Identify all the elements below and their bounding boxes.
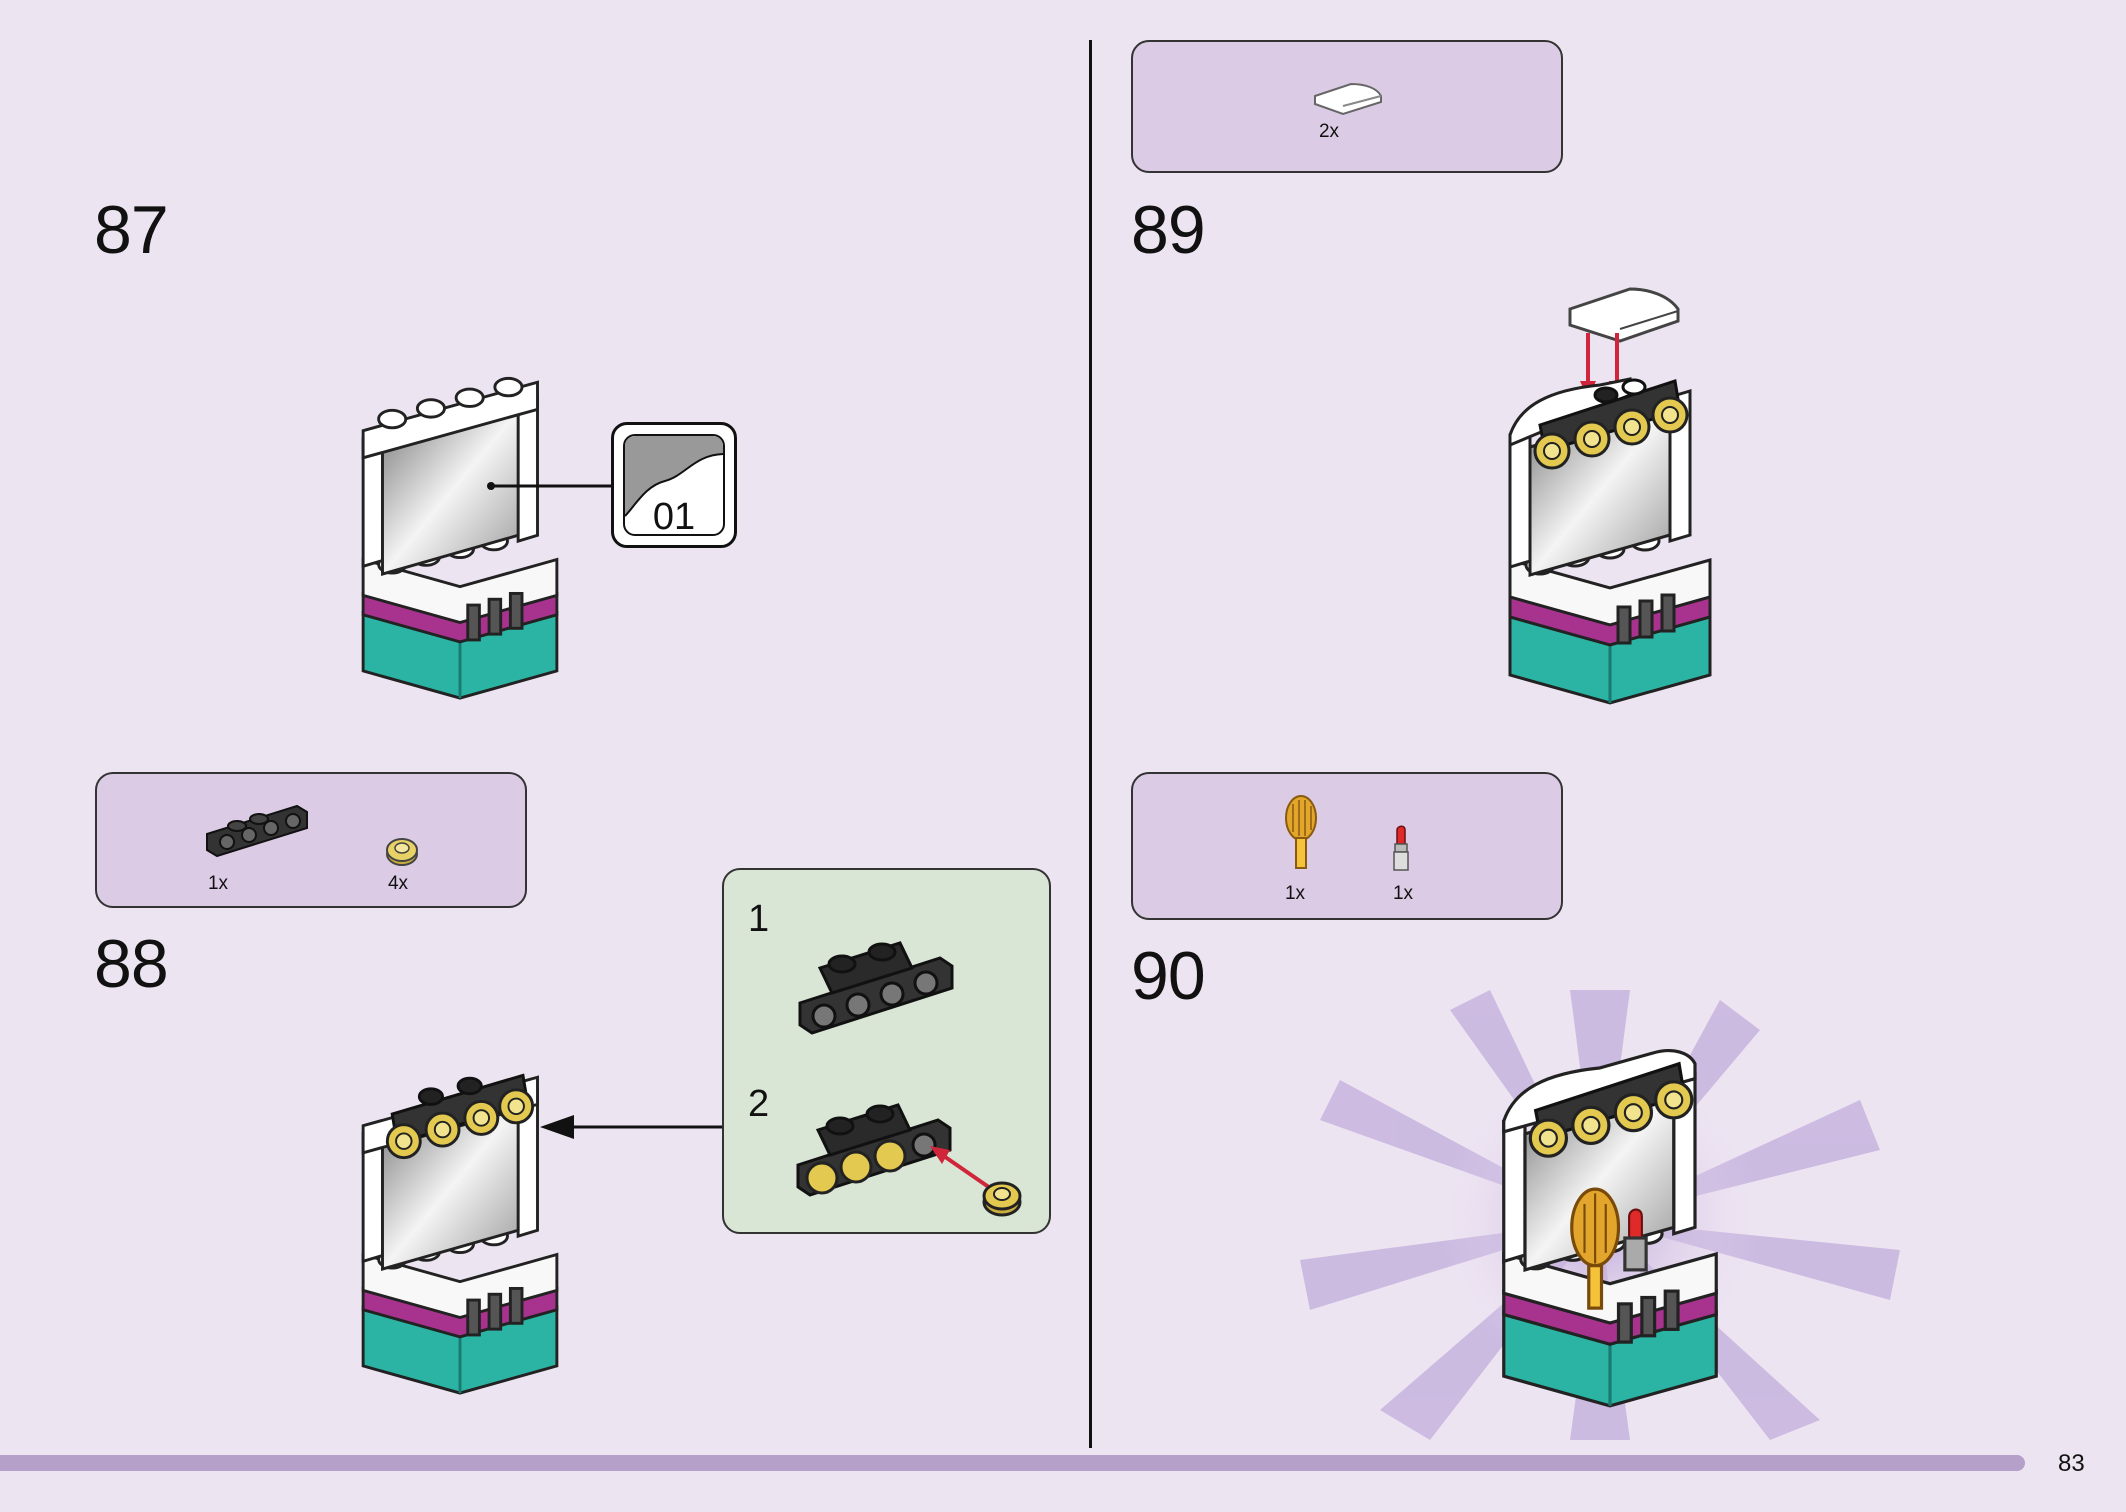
part-qty-gold-tile: 4x [387,873,409,894]
placed-hairbrush [1570,1187,1621,1310]
substep-number-2: 2 [748,1083,770,1125]
step-number-87: 87 [94,192,169,268]
sticker-callout-line [487,482,612,490]
step-number-90: 90 [1131,938,1206,1014]
part-qty-bracket: 1x [207,873,229,894]
vanity-model-step-89 [1508,287,1712,705]
peel-icon [625,436,723,517]
vanity-model-completed [1502,1049,1718,1408]
step-number-88: 88 [94,926,169,1002]
parts-list-step-88: 1x 4x [95,772,527,908]
gold-tile-piece [982,1181,1022,1217]
lipstick-part-icon [1393,825,1409,871]
sticker-icon: 01 [623,434,725,536]
gold-round-tile-part-icon [386,838,418,866]
page-divider [1089,40,1092,1448]
substep-panel: 1 2 [722,868,1051,1234]
vanity-model-step-87 [361,376,559,700]
hairbrush-part-icon [1285,795,1317,869]
parts-list-step-89: 2x [1131,40,1563,173]
substep-number-1: 1 [748,898,770,940]
bracket-substep-2 [796,1103,1022,1217]
part-qty-lipstick: 1x [1392,883,1414,904]
part-qty-hairbrush: 1x [1284,883,1306,904]
part-qty-slope: 2x [1318,121,1340,142]
white-curved-slope-part-icon [1314,82,1382,116]
vanity-model-step-88 [361,1073,559,1395]
page-number: 83 [2058,1450,2085,1477]
page-footer-bar [0,1455,2025,1471]
assembly-arrow [540,1115,724,1139]
bracket-substep-1 [798,941,954,1035]
sticker-01-callout: 01 [611,422,737,548]
sticker-label: 01 [652,496,696,536]
black-bracket-part-icon [206,804,308,858]
step-number-89: 89 [1131,192,1206,268]
parts-list-step-90: 1x 1x [1131,772,1563,920]
placed-lipstick [1623,1208,1648,1272]
